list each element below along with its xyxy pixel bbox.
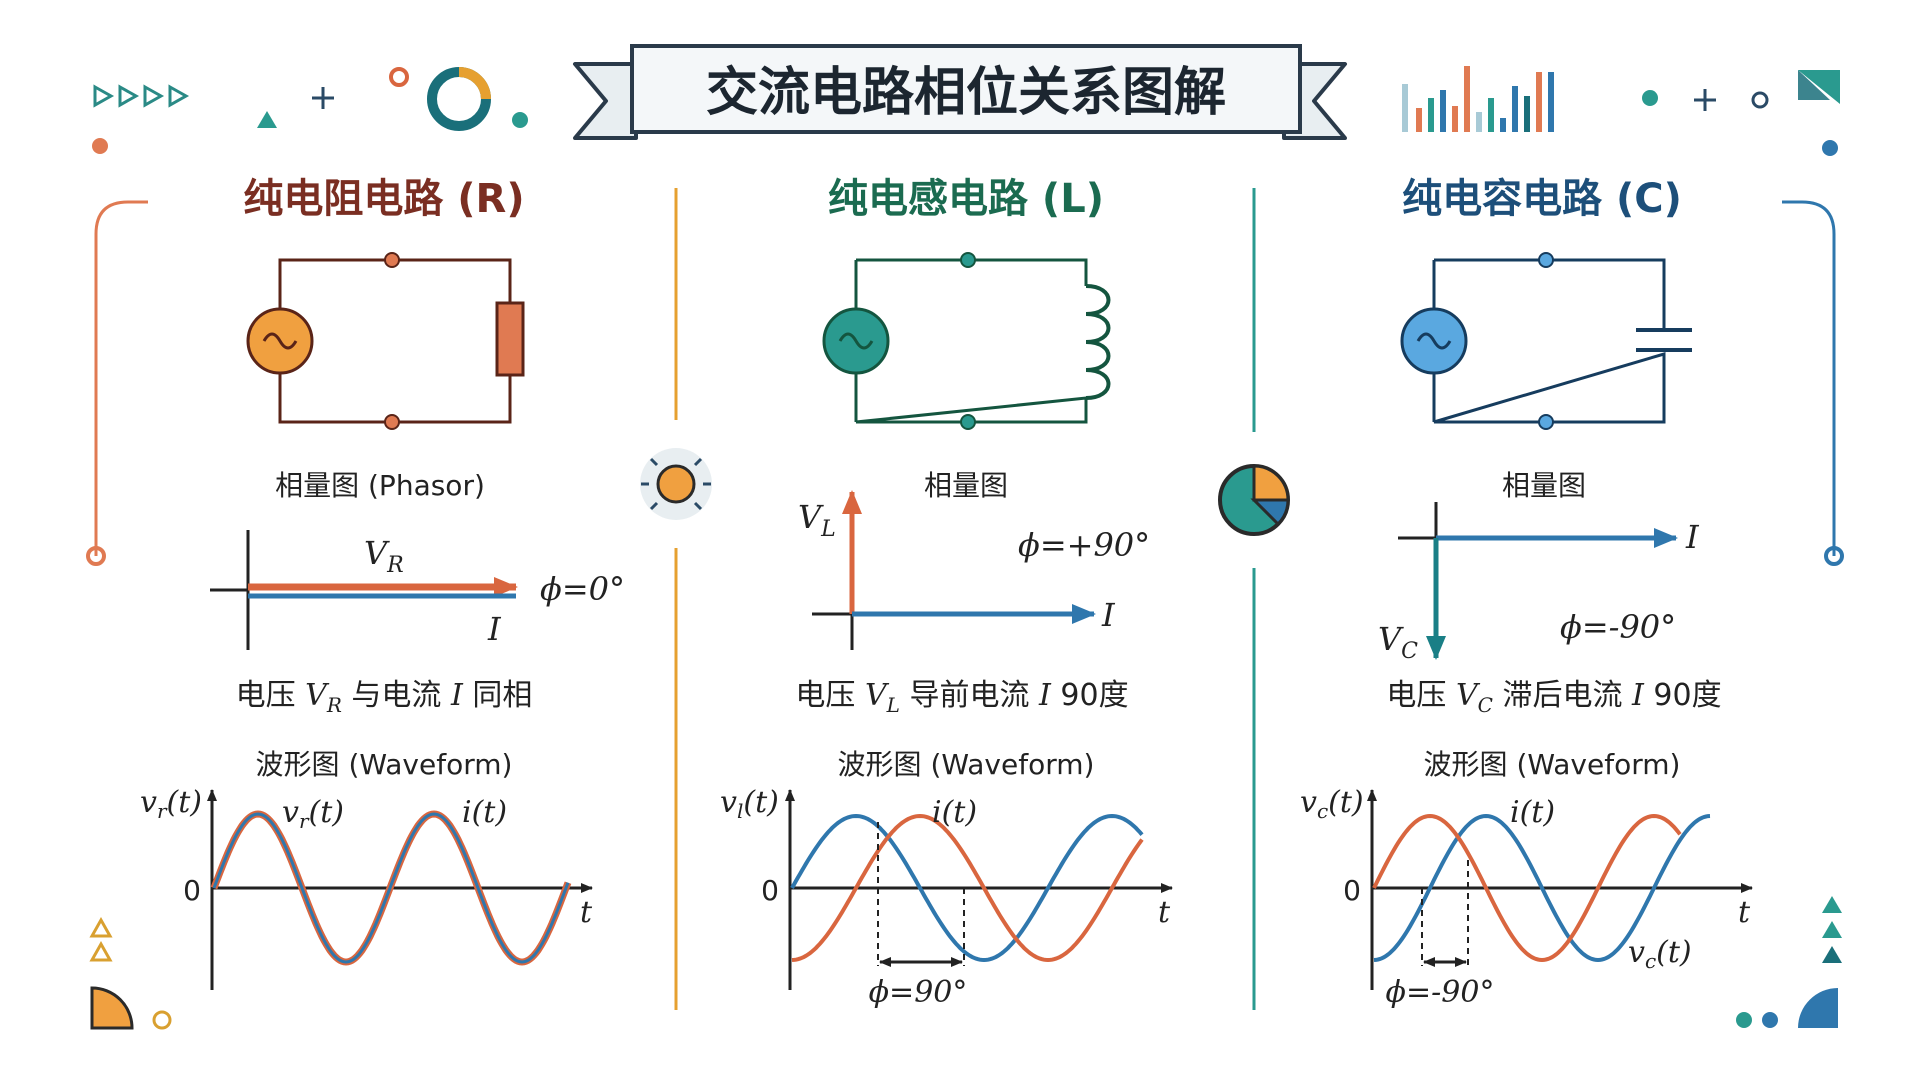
waveform-inductor: 0 t vl(t) i(t) ϕ=90° (720, 785, 1173, 1010)
phasor-label: 相量图 (1502, 469, 1586, 502)
phasor-label: 相量图 (Phasor) (275, 469, 485, 502)
node-dot (1538, 414, 1554, 430)
phase-angle-label: ϕ=0° (540, 570, 625, 608)
dot-icon (512, 112, 528, 128)
side-bracket (1782, 200, 1836, 556)
voltage-curve (1373, 813, 1711, 963)
circuit-inductor (822, 252, 1111, 430)
dot-icon (1736, 1012, 1752, 1028)
section-heading: 纯电感电路 (L) (828, 176, 1104, 222)
page-title: 交流电路相位关系图解 (706, 63, 1226, 123)
dot-icon (92, 138, 108, 154)
axis-zero: 0 (761, 874, 779, 907)
quarter-circle-icon (1798, 988, 1838, 1028)
phase-angle-label: ϕ=-90° (1560, 608, 1676, 646)
triangle-stack-icon (1822, 896, 1842, 963)
dot-icon (86, 546, 106, 566)
ac-source-icon (1400, 307, 1468, 375)
axis-y-label: vc(t) (1300, 785, 1364, 823)
pie-icon (1218, 464, 1290, 536)
bar-chart-icon (1402, 66, 1554, 132)
voltage-curve-label: vr(t) (282, 795, 344, 833)
node-dot (384, 252, 400, 268)
phase-angle-label: ϕ=+90° (1018, 526, 1150, 564)
section-resistor: 纯电阻电路 (R) 相量图 (Phasor) VR I ϕ=0° 电压 VR 与… (140, 176, 625, 990)
waveform-resistor: 0 t vr(t) vr(t) i(t) (140, 785, 593, 990)
current-phasor-label: I (487, 610, 502, 648)
triangle-stack-icon (89, 916, 113, 962)
resistor-icon (495, 301, 525, 377)
phasor-diagram-inductor: VL I ϕ=+90° (798, 490, 1150, 650)
phase-marker-label: ϕ=90° (869, 975, 968, 1010)
relation-text: 电压 VR 与电流 I 同相 (236, 678, 533, 717)
play-arrows-icon (93, 84, 190, 108)
section-heading: 纯电阻电路 (R) (243, 176, 524, 222)
title-banner: 交流电路相位关系图解 (573, 44, 1347, 140)
dot-icon (1824, 546, 1844, 566)
current-curve (791, 813, 1144, 963)
relation-text: 电压 VL 导前电流 I 90度 (795, 678, 1128, 717)
axis-y-label: vl(t) (720, 785, 779, 823)
axis-x-label: t (1158, 895, 1171, 930)
dot-icon (1762, 1012, 1778, 1028)
voltage-phasor-label: VC (1378, 620, 1418, 664)
decorations (86, 66, 1844, 1030)
ring-dot-icon (1751, 91, 1769, 109)
axis-x-label: t (580, 895, 593, 930)
quarter-circle-icon (90, 986, 134, 1030)
circuit-resistor (246, 252, 525, 430)
axis-y-label: vr(t) (140, 785, 202, 823)
waveform-label: 波形图 (Waveform) (838, 748, 1095, 781)
axis-zero: 0 (183, 874, 201, 907)
voltage-phasor-label: VL (798, 498, 836, 542)
current-curve-label: i(t) (932, 795, 977, 830)
sun-icon (640, 448, 712, 520)
node-dot (1538, 252, 1554, 268)
inductor-coil-icon (1085, 284, 1111, 400)
waveform-label: 波形图 (Waveform) (256, 748, 513, 781)
section-inductor: 纯电感电路 (L) 相量图 VL I ϕ=+90° 电压 VL 导前电流 I 9… (720, 176, 1173, 1010)
donut-icon (427, 67, 491, 131)
current-curve (212, 812, 570, 964)
ac-source-icon (246, 307, 314, 375)
ac-source-icon (822, 307, 890, 375)
waveform-label: 波形图 (Waveform) (1424, 748, 1681, 781)
phasor-diagram-capacitor: I VC ϕ=-90° (1378, 502, 1700, 664)
section-capacitor: 纯电容电路 (C) 相量图 I VC ϕ=-90° 电压 VC 滞后电流 I 9… (1300, 176, 1753, 1010)
ring-dot-icon (389, 67, 409, 87)
phase-marker-label: ϕ=-90° (1386, 975, 1495, 1010)
current-curve (1372, 813, 1682, 963)
section-heading: 纯电容电路 (C) (1402, 176, 1682, 222)
current-curve-label: i(t) (1510, 795, 1555, 830)
triangle-corner-icon (1798, 70, 1830, 100)
node-dot (960, 414, 976, 430)
voltage-phasor-label: VR (364, 534, 404, 578)
relation-text: 电压 VC 滞后电流 I 90度 (1386, 678, 1721, 717)
node-dot (384, 414, 400, 430)
capacitor-icon (1636, 328, 1692, 352)
voltage-curve (790, 813, 1144, 963)
voltage-curve-label: vc(t) (1628, 935, 1692, 973)
dot-icon (1642, 90, 1658, 106)
phasor-diagram-resistor: VR I ϕ=0° (210, 530, 625, 650)
triangle-icon (257, 111, 277, 128)
current-curve-label: i(t) (462, 795, 507, 830)
triangle-corner-icon (1798, 70, 1840, 104)
current-phasor-label: I (1685, 518, 1700, 556)
side-bracket (94, 200, 148, 556)
node-dot (960, 252, 976, 268)
plus-icon (1694, 89, 1716, 111)
circuit-capacitor (1400, 252, 1692, 430)
plus-icon (312, 87, 334, 109)
axis-zero: 0 (1343, 874, 1361, 907)
current-phasor-label: I (1101, 596, 1116, 634)
waveform-capacitor: 0 t vc(t) i(t) vc(t) ϕ=-90° (1300, 785, 1753, 1010)
axis-x-label: t (1738, 895, 1751, 930)
dot-icon (1822, 140, 1838, 156)
ring-dot-icon (152, 1010, 172, 1030)
phasor-label: 相量图 (924, 469, 1008, 502)
